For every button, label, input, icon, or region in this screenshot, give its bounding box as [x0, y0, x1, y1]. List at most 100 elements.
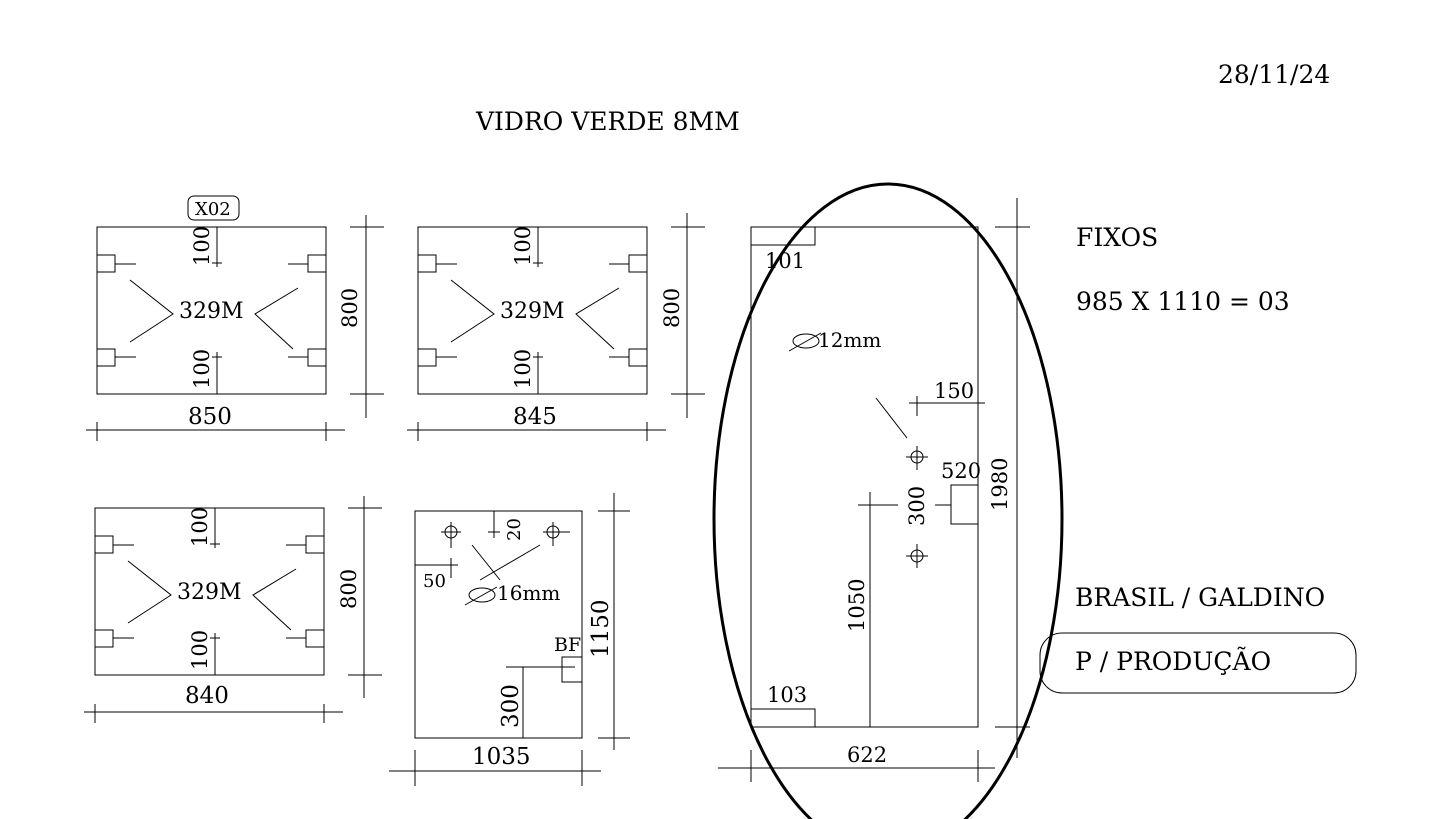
panel-3-width-dim	[84, 704, 343, 723]
panel-1: X02 329M 100 100 850 800	[86, 195, 384, 441]
door-lock-notch	[935, 484, 978, 525]
door-edge-offset: 150	[934, 379, 974, 403]
panel-1-offset-top: 100	[190, 226, 214, 266]
door-lock-height-line	[858, 492, 898, 727]
panel-3-hardware: 329M	[177, 580, 242, 605]
fixos-spec: 985 X 1110 = 03	[1076, 287, 1290, 316]
door-handle-spacing: 300	[905, 486, 929, 526]
panel-4: 20 50 16mm BF 300 1035 1150	[389, 493, 630, 786]
panel-1-chevron-right	[254, 287, 299, 350]
door-height: 1980	[988, 458, 1012, 511]
panel-4-side-offset: 50	[423, 571, 446, 592]
panel-4-leader	[471, 544, 541, 581]
door-width: 622	[847, 743, 887, 767]
panel-3-width: 840	[185, 683, 229, 709]
door-panel: 101 103 12mm 150 300 520 1050	[718, 198, 1030, 782]
panel-1-tag: X02	[195, 199, 231, 220]
panel-2-hardware: 329M	[500, 299, 565, 324]
diameter-icon	[464, 586, 498, 606]
panel-3-outline	[94, 507, 325, 676]
panel-2-notch-tl	[418, 254, 457, 273]
panel-1-width-dim	[86, 422, 345, 441]
panel-3-notch-bl	[95, 629, 134, 648]
panel-4-notch-offset: 300	[498, 684, 524, 728]
door-top-notch	[751, 227, 816, 246]
panel-4-notch-line	[506, 666, 575, 738]
panel-2-offset-bottom-line	[533, 352, 543, 394]
panel-3-offset-top: 100	[188, 507, 212, 547]
panel-2-chevron-right	[575, 287, 620, 350]
panel-1-notch-tr	[288, 254, 326, 273]
panel-4-width: 1035	[472, 744, 531, 770]
panel-1-height: 800	[338, 288, 362, 328]
panel-1-offset-bottom-line	[212, 352, 222, 394]
glass-title: VIDRO VERDE 8MM	[475, 107, 740, 136]
panel-2-outline	[417, 226, 648, 395]
door-lock-notch-label: 520	[941, 459, 981, 483]
panel-1-tag-box	[187, 195, 240, 221]
panel-2-offset-top: 100	[511, 226, 535, 266]
panel-2-offset-top-line	[533, 227, 543, 267]
panel-2-width-dim	[407, 422, 666, 441]
panel-3-offset-bottom: 100	[188, 630, 212, 670]
door-width-dim	[718, 750, 995, 782]
panel-2-notch-br	[609, 348, 647, 367]
door-highlight-ellipse	[712, 182, 1064, 819]
door-edge-offset-line	[909, 396, 985, 416]
panel-1-height-dim	[350, 215, 384, 418]
panel-4-outline	[414, 510, 583, 739]
panel-2-notch-bl	[418, 348, 457, 367]
panel-1-offset-bottom: 100	[190, 349, 214, 389]
panel-4-notch-label: BF	[554, 634, 581, 656]
door-outline	[750, 226, 979, 728]
panel-1-hardware: 329M	[179, 299, 244, 324]
panel-1-outline	[96, 226, 327, 395]
panel-3: 329M 100 100 840 800	[84, 496, 382, 723]
panel-4-width-dim	[389, 750, 601, 786]
panel-2: 329M 100 100 845 800	[407, 213, 705, 441]
panel-2-offset-bottom: 100	[511, 349, 535, 389]
panel-3-height-dim	[348, 496, 382, 698]
panel-2-chevron-left	[450, 279, 495, 343]
production-note: P / PRODUÇÃO	[1075, 647, 1271, 676]
panel-1-offset-top-line	[212, 227, 222, 267]
panel-3-height: 800	[337, 569, 361, 609]
production-box	[1039, 632, 1357, 694]
client-name: BRASIL / GALDINO	[1075, 583, 1325, 612]
panel-4-height-dim	[598, 493, 630, 750]
door-hole-diameter: 12mm	[818, 328, 881, 352]
panel-1-width: 850	[188, 404, 232, 430]
panel-1-notch-tl	[97, 254, 136, 273]
panel-4-hole-right	[543, 522, 570, 546]
panel-4-height: 1150	[588, 599, 614, 658]
fixos-label: FIXOS	[1076, 223, 1158, 252]
panel-3-notch-tl	[95, 535, 134, 554]
door-hole-leader	[875, 397, 908, 439]
door-hole-lower	[906, 544, 928, 568]
date-text: 28/11/24	[1218, 60, 1330, 89]
panel-1-notch-bl	[97, 348, 136, 367]
panel-3-chevron-left	[127, 560, 172, 624]
panel-2-notch-tr	[609, 254, 647, 273]
panel-3-chevron-right	[252, 568, 297, 631]
panel-2-width: 845	[513, 404, 557, 430]
panel-2-height: 800	[660, 288, 684, 328]
panel-4-side-offset-line	[415, 558, 458, 578]
panel-4-hole-left	[441, 522, 461, 548]
door-lock-height: 1050	[845, 579, 869, 632]
panel-2-height-dim	[671, 213, 705, 418]
panel-3-notch-tr	[286, 535, 324, 554]
door-bottom-notch	[751, 708, 816, 727]
diameter-icon	[788, 332, 822, 352]
panel-3-offset-bottom-line	[210, 633, 220, 675]
panel-4-notch	[561, 656, 583, 683]
door-hole-upper	[906, 446, 928, 470]
panel-4-hole-diameter: 16mm	[497, 581, 560, 605]
panel-4-top-offset-line	[488, 511, 500, 538]
panel-1-notch-br	[288, 348, 326, 367]
panel-3-notch-br	[286, 629, 324, 648]
panel-1-chevron-left	[129, 279, 174, 343]
panel-4-top-offset: 20	[504, 518, 525, 541]
panel-3-offset-top-line	[210, 508, 220, 548]
